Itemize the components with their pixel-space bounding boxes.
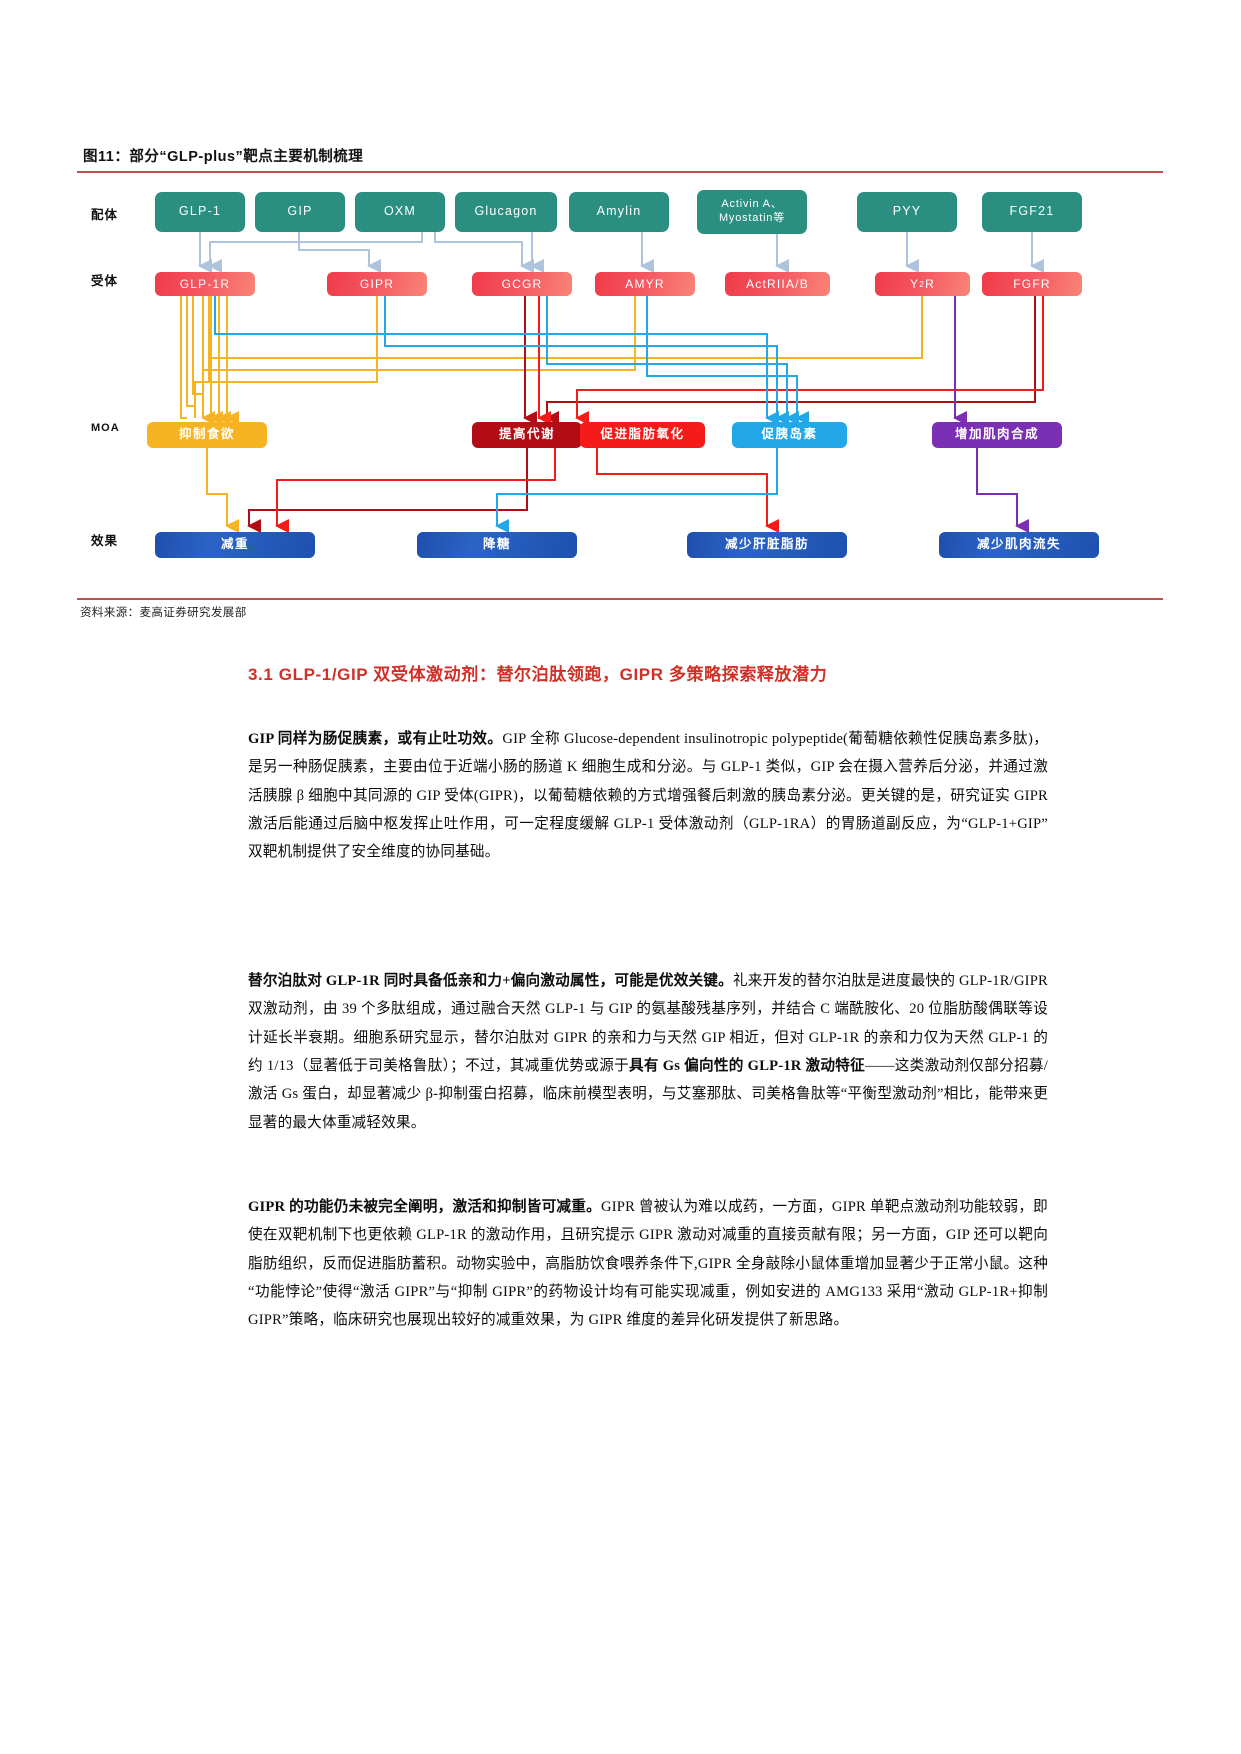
- ligand-node-oxm[interactable]: OXM: [355, 192, 445, 232]
- row-label-effect: 效果: [91, 534, 119, 548]
- diagram-connectors: [180, 232, 1044, 533]
- receptor-node-gipr[interactable]: GIPR: [327, 272, 427, 296]
- paragraph-3-lead: GIPR 的功能仍未被完全阐明，激活和抑制皆可减重。: [248, 1198, 601, 1215]
- figure-title: 图11：部分“GLP-plus”靶点主要机制梳理: [83, 149, 364, 165]
- figure-bottom-rule: [77, 598, 1163, 600]
- effect-node-glucose[interactable]: 降糖: [417, 532, 577, 558]
- ligand-node-glp1[interactable]: GLP-1: [155, 192, 245, 232]
- ligand-node-fgf21[interactable]: FGF21: [982, 192, 1082, 232]
- receptor-node-actriiab[interactable]: ActRIIA/B: [725, 272, 830, 296]
- receptor-y2r-label-tail: R: [925, 276, 936, 291]
- moa-node-appetite[interactable]: 抑制食欲: [147, 422, 267, 448]
- moa-node-fat-oxidation[interactable]: 促进脂肪氧化: [580, 422, 705, 448]
- moa-node-metabolism[interactable]: 提高代谢: [472, 422, 582, 448]
- receptor-y2r-label: Y: [909, 276, 920, 291]
- paragraph-2-lead: 替尔泊肽对 GLP-1R 同时具备低亲和力+偏向激动属性，可能是优效关键。: [248, 972, 733, 989]
- paragraph-3-body: GIPR 曾被认为难以成药，一方面，GIPR 单靶点激动剂功能较弱，即使在双靶机…: [248, 1198, 1048, 1329]
- figure-top-rule: [77, 171, 1163, 173]
- paragraph-1-lead: GIP 同样为肠促胰素，或有止吐功效。: [248, 730, 503, 747]
- figure-source: 资料来源：麦高证券研究发展部: [80, 607, 247, 619]
- paragraph-2-tail: ——这类激动剂仅部分招募/激活 Gs 蛋白，却显著减少 β-抑制蛋白招募，临床前…: [248, 1057, 1048, 1131]
- receptor-y2r-subscript: 2: [919, 278, 926, 289]
- row-label-ligand: 配体: [91, 208, 119, 222]
- ligand-node-amylin[interactable]: Amylin: [569, 192, 669, 232]
- receptor-node-amyr[interactable]: AMYR: [595, 272, 695, 296]
- ligand-node-pyy[interactable]: PYY: [857, 192, 957, 232]
- ligand-activin-line2: Myostatin等: [718, 212, 786, 224]
- receptor-node-gcgr[interactable]: GCGR: [472, 272, 572, 296]
- paragraph-2-body: 礼来开发的替尔泊肽是进度最快的 GLP-1R/GIPR 双激动剂，由 39 个多…: [248, 972, 1048, 1074]
- ligand-node-gip[interactable]: GIP: [255, 192, 345, 232]
- section-heading: 3.1 GLP-1/GIP 双受体激动剂：替尔泊肽领跑，GIPR 多策略探索释放…: [248, 665, 828, 684]
- effect-node-muscle-loss[interactable]: 减少肌肉流失: [939, 532, 1099, 558]
- moa-node-muscle[interactable]: 增加肌肉合成: [932, 422, 1062, 448]
- paragraph-gip-intro: GIP 同样为肠促胰素，或有止吐功效。GIP 全称 Glucose-depend…: [248, 725, 1048, 867]
- effect-node-weight[interactable]: 减重: [155, 532, 315, 558]
- receptor-node-glp1r[interactable]: GLP-1R: [155, 272, 255, 296]
- paragraph-tirzepatide: 替尔泊肽对 GLP-1R 同时具备低亲和力+偏向激动属性，可能是优效关键。礼来开…: [248, 967, 1048, 1138]
- paragraph-gipr-function: GIPR 的功能仍未被完全阐明，激活和抑制皆可减重。GIPR 曾被认为难以成药，…: [248, 1193, 1048, 1335]
- ligand-node-glucagon[interactable]: Glucagon: [455, 192, 557, 232]
- receptor-node-fgfr[interactable]: FGFR: [982, 272, 1082, 296]
- mechanism-diagram: 配体 受体 MOA 效果 GLP-1 GIP OXM Glucagon Amyl…: [77, 174, 1163, 596]
- ligand-node-activin[interactable]: Activin A、 Myostatin等: [697, 190, 807, 234]
- row-label-receptor: 受体: [91, 274, 119, 288]
- paragraph-1-body: GIP 全称 Glucose-dependent insulinotropic …: [248, 730, 1048, 861]
- ligand-activin-line1: Activin A、: [721, 198, 783, 211]
- paragraph-2-bold-tail: 具有 Gs 偏向性的 GLP-1R 激动特征: [629, 1057, 866, 1074]
- row-label-moa: MOA: [91, 422, 120, 434]
- moa-node-insulin[interactable]: 促胰岛素: [732, 422, 847, 448]
- effect-node-liver-fat[interactable]: 减少肝脏脂肪: [687, 532, 847, 558]
